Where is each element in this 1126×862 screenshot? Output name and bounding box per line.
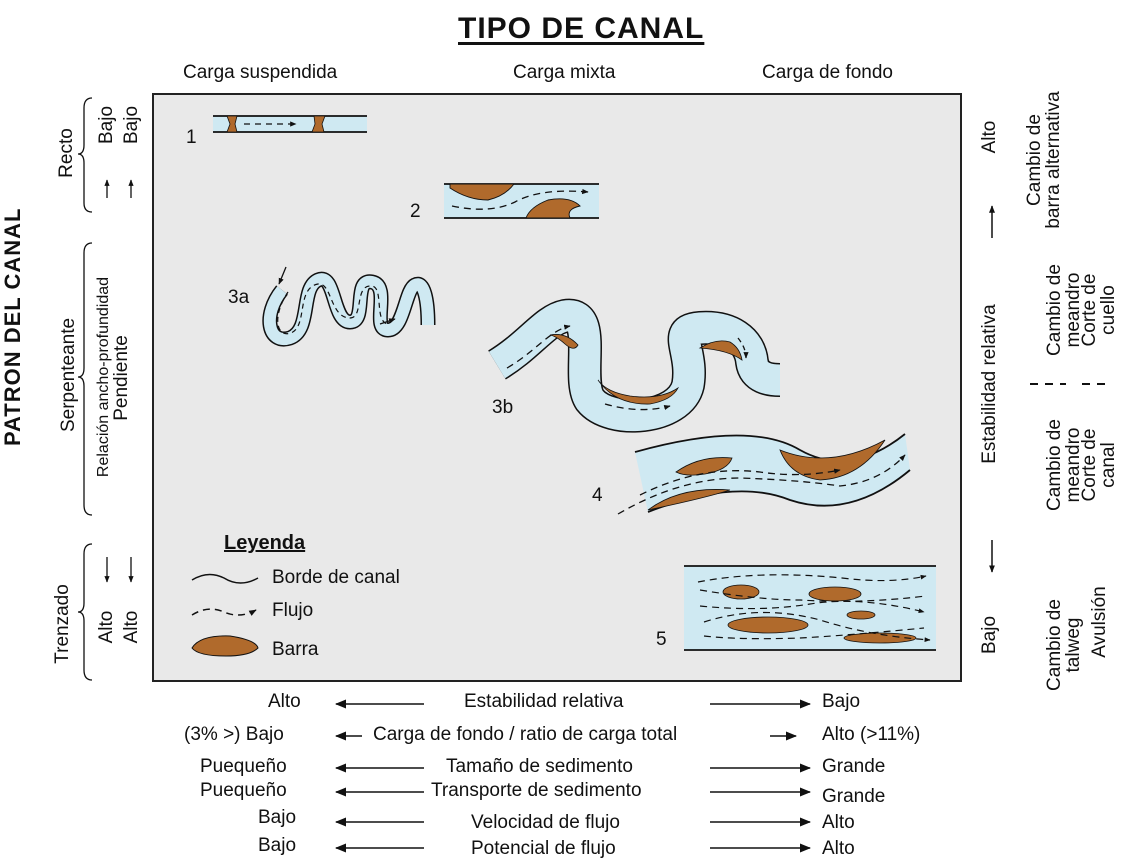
bottom-left-4: Bajo — [258, 807, 297, 828]
bottom-arrows — [334, 699, 812, 853]
left-arrows — [104, 179, 134, 583]
bottom-center-5: Potencial de flujo — [471, 838, 616, 859]
serpenteante-col2: Pendiente — [111, 335, 132, 421]
channel-number-2: 2 — [410, 201, 421, 222]
channel-4 — [617, 433, 911, 515]
recto-col1: Bajo — [96, 105, 117, 145]
group-label-serpenteante: Serpenteante — [58, 317, 79, 433]
trenzado-col1: Alto — [96, 610, 117, 644]
channel-number-3a: 3a — [228, 287, 250, 308]
bottom-center-2: Tamaño de sedimento — [446, 756, 633, 777]
bottom-center-4: Velocidad de flujo — [471, 812, 620, 833]
channel-number-3b: 3b — [492, 397, 514, 418]
group-label-recto: Recto — [56, 128, 77, 178]
side-title: PATRON DEL CANAL — [0, 207, 25, 446]
legend-flow-icon — [191, 608, 257, 616]
bottom-right-2: Grande — [822, 756, 886, 777]
brace-serpenteante — [77, 242, 93, 516]
column-header-suspended: Carga suspendida — [183, 62, 338, 83]
right-axis-middle: Estabilidad relativa — [979, 304, 1000, 464]
brace-trenzado — [77, 543, 93, 681]
right-axis-top: Alto — [979, 120, 1000, 154]
legend-item-bar: Barra — [272, 639, 319, 660]
bottom-left-0: Alto — [268, 691, 301, 712]
right-col2-item2: Corte de canal — [1079, 428, 1119, 502]
right-col2-item1: Corte de cuello — [1079, 273, 1119, 347]
channel-3a — [262, 266, 436, 347]
channel-3b — [487, 298, 781, 433]
bottom-right-1: Alto (>11%) — [822, 724, 921, 745]
recto-col2: Bajo — [121, 105, 142, 145]
channel-number-5: 5 — [656, 629, 667, 650]
trenzado-col2: Alto — [121, 610, 142, 644]
group-label-trenzado: Trenzado — [52, 584, 73, 664]
bottom-left-3: Puequeño — [200, 780, 287, 801]
bottom-center-0: Estabilidad relativa — [464, 691, 624, 712]
column-header-mixed: Carga mixta — [513, 62, 616, 83]
bottom-center-1: Carga de fondo / ratio de carga total — [373, 724, 678, 745]
brace-recto — [77, 97, 93, 213]
bottom-right-3: Grande — [822, 786, 886, 807]
legend-item-flow: Flujo — [272, 600, 314, 621]
legend-edge-icon — [191, 573, 259, 584]
legend-bar-icon — [191, 635, 259, 657]
channel-number-1: 1 — [186, 127, 197, 148]
channel-number-4: 4 — [592, 485, 603, 506]
bottom-right-4: Alto — [822, 812, 855, 833]
bottom-left-2: Puequeño — [200, 756, 287, 777]
right-col1-item4: Cambio de talweg — [1044, 599, 1084, 691]
bottom-right-0: Bajo — [822, 691, 861, 712]
bottom-left-1: (3% >) Bajo — [184, 724, 284, 745]
bottom-left-5: Bajo — [258, 835, 297, 856]
bottom-center-3: Transporte de sedimento — [431, 780, 642, 801]
right-axis-bottom: Bajo — [979, 615, 1000, 655]
channel-2 — [444, 183, 599, 219]
channel-5 — [684, 565, 936, 651]
legend-item-edge: Borde de canal — [272, 567, 400, 588]
diagram-title: TIPO DE CANAL — [458, 12, 705, 45]
column-header-bedload: Carga de fondo — [762, 62, 893, 83]
right-col1-item1: Cambio de barra alternativa — [1024, 91, 1064, 229]
legend-title: Leyenda — [224, 532, 306, 554]
channel-1 — [213, 115, 367, 133]
right-col2-item3: Avulsión — [1089, 586, 1110, 658]
bottom-right-5: Alto — [822, 838, 855, 859]
